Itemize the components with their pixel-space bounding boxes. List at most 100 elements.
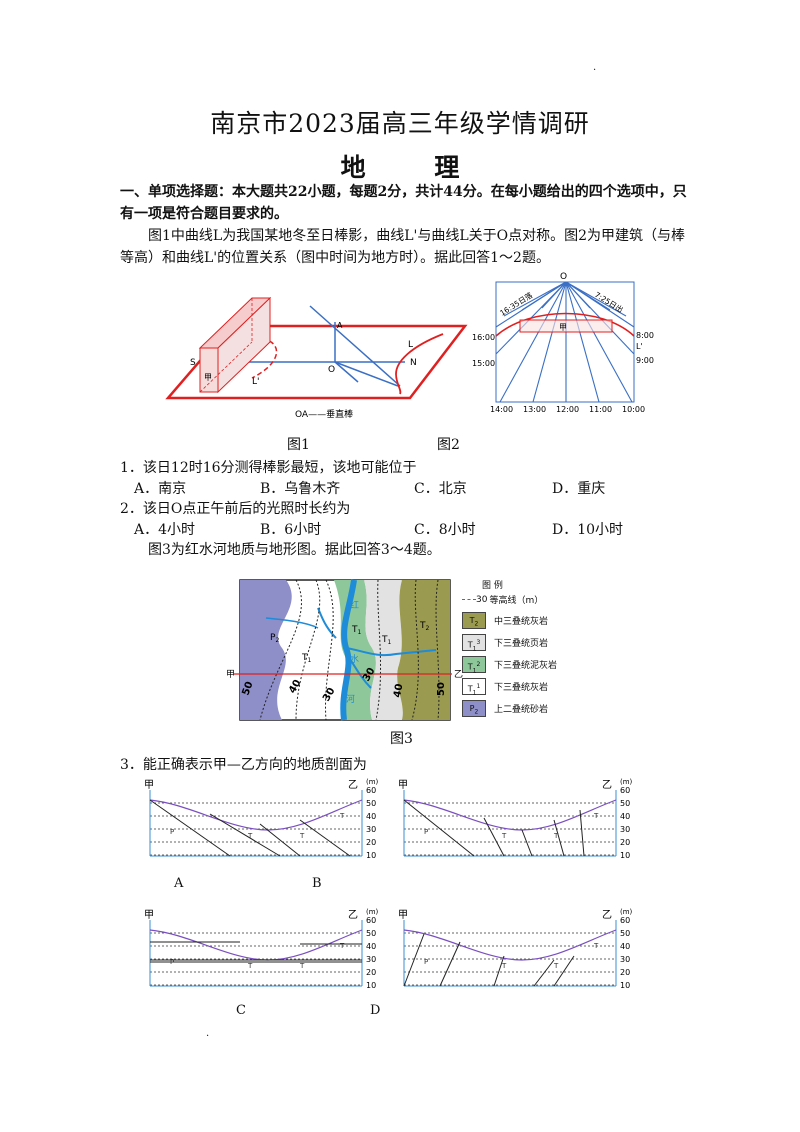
legend-code: P [469,703,475,713]
fig1-label-o: O [328,365,335,375]
q2-stem: 2．该日O点正午前后的光照时长约为 [120,501,351,517]
fig2-time-bottom-4: 10:00 [622,405,645,414]
q1-option-c[interactable]: C．北京 [414,481,467,497]
fig2-label-jia: 甲 [559,323,567,332]
map-label-jia: 甲 [226,669,235,680]
profile-tick: 50 [366,799,376,808]
section-heading: 一、单项选择题：本大题共22小题，每题2分，共计44分。在每小题给出的四个选项中… [120,184,687,222]
figure-3-map: 甲 乙 红 水 河 50 40 30 30 40 50 P2 T1 T1 T1 … [226,579,463,721]
profile-tick: 50 [620,929,630,938]
legend-name: 上二叠统砂岩 [494,704,549,715]
bottom-dot: . [206,1028,210,1039]
legend-swatch: T13 [462,633,486,652]
page-title: 南京市2023届高三年级学情调研 [210,109,590,138]
subject-title: 地 理 [340,153,460,182]
profile-stratum-code: T [501,962,507,970]
profile-letter-a[interactable]: A [174,876,184,891]
profile-stratum-code: T [593,942,599,950]
profile-stratum-code: P [424,828,428,836]
profile-tick: 20 [620,968,630,977]
profile-label-yi: 乙 [348,779,358,791]
legend-contour-line [462,599,476,600]
legend-code-sup: 3 [476,638,481,646]
legend-code-sub: 1 [472,666,477,674]
profile-label-jia: 甲 [144,780,154,791]
profile-label-yi: 乙 [602,909,612,921]
q2-option-b[interactable]: B．6小时 [260,522,322,538]
q1-option-b[interactable]: B．乌鲁木齐 [260,481,341,497]
profile-tick: 30 [620,955,630,964]
map-p2: P2 [270,633,279,644]
profile-stratum-code: T [247,962,253,970]
legend-swatch: P2 [462,699,486,717]
fig1-note: OA——垂直棒 [295,408,353,420]
profile-stratum-code: T [339,942,345,950]
legend-item: P2 上二叠统砂岩 [462,699,622,717]
legend-contour: 30 等高线（m） [462,593,622,606]
profile-stratum-code: P [170,958,174,966]
profile-label-yi: 乙 [602,779,612,791]
profile-stratum-code: T [299,832,305,840]
fig2-time-left-1: 15:00 [472,359,495,368]
q1-option-a[interactable]: A．南京 [134,481,187,497]
q2-option-c[interactable]: C．8小时 [414,522,476,538]
intro-q3-4: 图3为红水河地质与地形图。据此回答3～4题。 [148,542,441,558]
figure-1: S N O A L L' 甲 OA——垂直棒 [165,296,468,420]
profile-stratum-code: T [501,832,507,840]
fig2-time-bottom-1: 13:00 [523,405,546,414]
fig3-caption: 图3 [390,731,413,747]
profile-tick: 60 [366,916,376,925]
profile-tick: 20 [620,838,630,847]
legend-name: 下三叠统灰岩 [494,682,549,693]
fig2-time-right-1: 9:00 [636,356,654,365]
profile-stratum-code: P [424,958,428,966]
legend-code-sub: 1 [472,644,477,652]
profile-label-jia: 甲 [144,910,154,921]
profile-stratum-code: T [247,832,253,840]
legend-code: T [467,662,473,672]
figure-2: 甲 O 16:35日落 7:25日出 16:00 15:00 8:00 L' 9… [472,272,654,414]
top-dot: . [593,62,597,73]
fig1-caption: 图1 [287,437,310,453]
profile-tick: 20 [366,838,376,847]
profile-unit: (m) [620,908,633,916]
profile-letter-d[interactable]: D [370,1003,381,1018]
profile-letter-c[interactable]: C [236,1003,246,1018]
fig1-label-n: N [410,358,417,368]
profile-tick: 10 [366,851,376,860]
profile-stratum-code: P [170,828,174,836]
profile-stratum-code: T [553,832,559,840]
profile-unit: (m) [366,908,379,916]
profile-tick: 30 [620,825,630,834]
profile-tick: 40 [366,812,376,821]
profile-tick: 20 [366,968,376,977]
q3-stem: 3．能正确表示甲—乙方向的地质剖面为 [120,757,367,773]
fig2-time-left-0: 16:00 [472,333,495,342]
intro-q1-2: 图1中曲线L为我国某地冬至日棒影，曲线L'与曲线L关于O点对称。图2为甲建筑（与… [120,228,686,266]
map-river-3: 河 [346,693,355,705]
profile-label-yi: 乙 [348,909,358,921]
legend-code: T [469,615,475,625]
profile-tick: 50 [620,799,630,808]
profile-tick: 10 [620,851,630,860]
legend-contour-num: 30 [476,594,488,605]
legend-code: T [467,640,473,650]
q2-option-a[interactable]: A．4小时 [134,522,196,538]
profile-stratum-code: T [593,812,599,820]
profile-stratum-code: T [553,962,559,970]
fig2-label-o: O [560,272,567,282]
profile-tick: 30 [366,955,376,964]
q2-option-d[interactable]: D．10小时 [552,522,624,538]
legend-code-sup: 1 [476,682,481,690]
q1-option-d[interactable]: D．重庆 [552,481,606,497]
fig1-label-jia: 甲 [204,373,212,382]
legend-name: 下三叠统页岩 [494,638,549,649]
profile-stratum-code: T [339,812,345,820]
profile-letter-b[interactable]: B [312,876,322,891]
profile-label-jia: 甲 [398,910,408,921]
